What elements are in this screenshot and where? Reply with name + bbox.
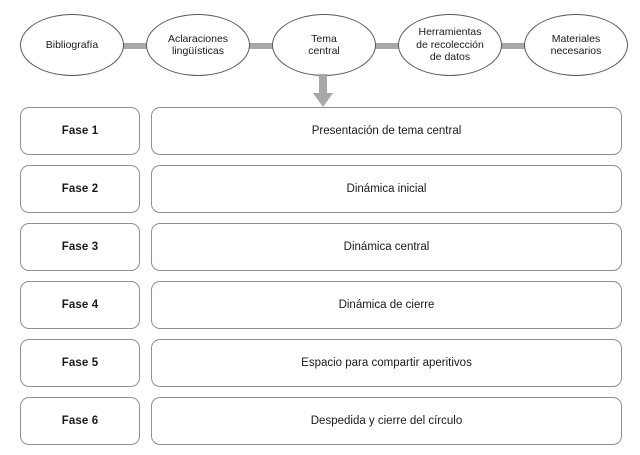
- phase-tag-2[interactable]: Fase 2: [20, 165, 140, 213]
- ellipse-label-tema-central: Tema central: [308, 32, 340, 57]
- connector-bar-3: [370, 43, 402, 49]
- phase-description-5[interactable]: Espacio para compartir aperitivos: [151, 339, 622, 387]
- phase-tag-5[interactable]: Fase 5: [20, 339, 140, 387]
- phase-tag-4[interactable]: Fase 4: [20, 281, 140, 329]
- ellipse-label-aclaraciones-linguisticas: Aclaraciones lingüísticas: [167, 32, 229, 57]
- down-arrow-icon: [313, 74, 333, 107]
- phase-row-1: Fase 1 Presentación de tema central: [0, 107, 640, 155]
- connector-bar-2: [244, 43, 276, 49]
- phase-row-3: Fase 3 Dinámica central: [0, 223, 640, 271]
- ellipse-node-bibliografia[interactable]: Bibliografía: [20, 14, 124, 76]
- ellipse-node-tema-central[interactable]: Tema central: [272, 14, 376, 76]
- ellipse-label-materiales-necesarios: Materiales necesarios: [550, 32, 602, 57]
- ellipse-node-materiales-necesarios[interactable]: Materiales necesarios: [524, 14, 628, 76]
- phase-description-4[interactable]: Dinámica de cierre: [151, 281, 622, 329]
- phase-list: Fase 1 Presentación de tema central Fase…: [0, 107, 640, 455]
- phase-description-3[interactable]: Dinámica central: [151, 223, 622, 271]
- ellipse-node-herramientas-recoleccion-datos[interactable]: Herramientas de recolección de datos: [398, 14, 502, 76]
- connector-bar-4: [496, 43, 528, 49]
- phase-description-2[interactable]: Dinámica inicial: [151, 165, 622, 213]
- phase-tag-3[interactable]: Fase 3: [20, 223, 140, 271]
- phase-description-1[interactable]: Presentación de tema central: [151, 107, 622, 155]
- phase-row-4: Fase 4 Dinámica de cierre: [0, 281, 640, 329]
- phase-tag-1[interactable]: Fase 1: [20, 107, 140, 155]
- phase-description-6[interactable]: Despedida y cierre del círculo: [151, 397, 622, 445]
- top-ellipse-chain: Bibliografía Aclaraciones lingüísticas T…: [0, 0, 640, 107]
- phase-row-5: Fase 5 Espacio para compartir aperitivos: [0, 339, 640, 387]
- ellipse-label-bibliografia: Bibliografía: [45, 38, 99, 51]
- phase-row-2: Fase 2 Dinámica inicial: [0, 165, 640, 213]
- ellipse-label-herramientas-recoleccion-datos: Herramientas de recolección de datos: [416, 26, 484, 64]
- connector-bar-1: [118, 43, 150, 49]
- phase-row-6: Fase 6 Despedida y cierre del círculo: [0, 397, 640, 445]
- ellipse-node-aclaraciones-linguisticas[interactable]: Aclaraciones lingüísticas: [146, 14, 250, 76]
- phase-tag-6[interactable]: Fase 6: [20, 397, 140, 445]
